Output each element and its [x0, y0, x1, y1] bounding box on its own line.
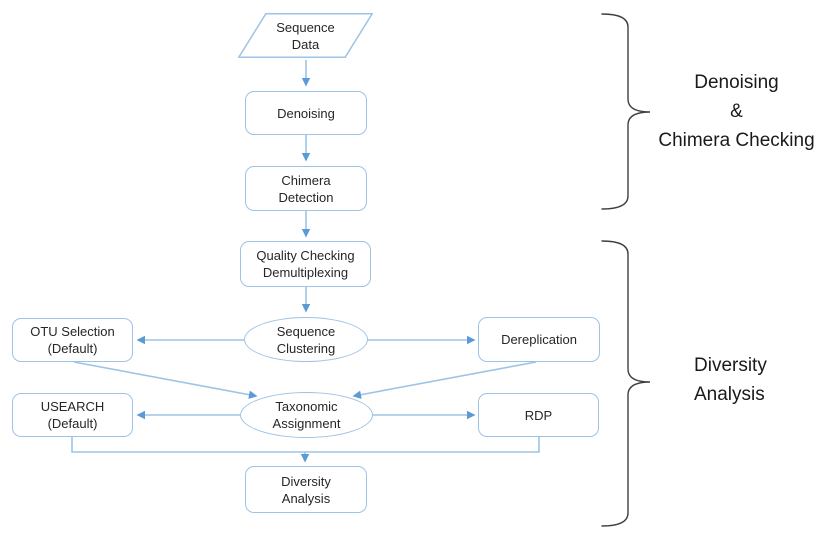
node-quality-checking: Quality Checking Demultiplexing	[240, 241, 371, 287]
node-sequence-data-label: Sequence Data	[276, 19, 335, 52]
node-chimera-detection: Chimera Detection	[245, 166, 367, 211]
node-taxonomic-assignment-label: Taxonomic Assignment	[272, 399, 341, 431]
node-diversity-analysis: Diversity Analysis	[245, 466, 367, 513]
node-sequence-data: Sequence Data	[238, 13, 373, 58]
edge-otu-selection-taxonomic-assignment	[73, 361, 258, 399]
brace-label-denoising-chimera: Denoising & Chimera Checking	[658, 72, 815, 151]
edge-dereplication-taxonomic-assignment	[352, 361, 537, 399]
node-sequence-clustering-label: Sequence Clustering	[276, 323, 336, 356]
node-taxonomic-assignment: Taxonomic Assignment	[240, 392, 373, 438]
node-rdp: RDP	[478, 393, 599, 437]
node-otu-selection: OTU Selection (Default)	[12, 318, 133, 362]
node-rdp-label: RDP	[524, 407, 553, 423]
node-otu-selection-label: OTU Selection (Default)	[30, 324, 115, 356]
diversity-brace	[601, 240, 651, 527]
node-sequence-clustering: Sequence Clustering	[244, 317, 368, 362]
denoising-chimera-brace	[601, 13, 651, 210]
node-dereplication: Dereplication	[478, 317, 600, 362]
node-quality-checking-label: Quality Checking Demultiplexing	[256, 248, 355, 280]
node-dereplication-label: Dereplication	[501, 332, 577, 347]
node-usearch: USEARCH (Default)	[12, 393, 133, 437]
node-diversity-analysis-label: Diversity Analysis	[281, 473, 331, 506]
node-usearch-label: USEARCH (Default)	[40, 399, 105, 431]
node-denoising-label: Denoising	[277, 105, 335, 121]
node-denoising: Denoising	[245, 91, 367, 135]
brace-label-diversity-analysis: Diversity Analysis	[694, 355, 767, 405]
parallelogram-shape	[238, 13, 373, 58]
edge-usearch-rdp-merge	[71, 437, 540, 453]
node-chimera-detection-label: Chimera Detection	[278, 172, 334, 205]
